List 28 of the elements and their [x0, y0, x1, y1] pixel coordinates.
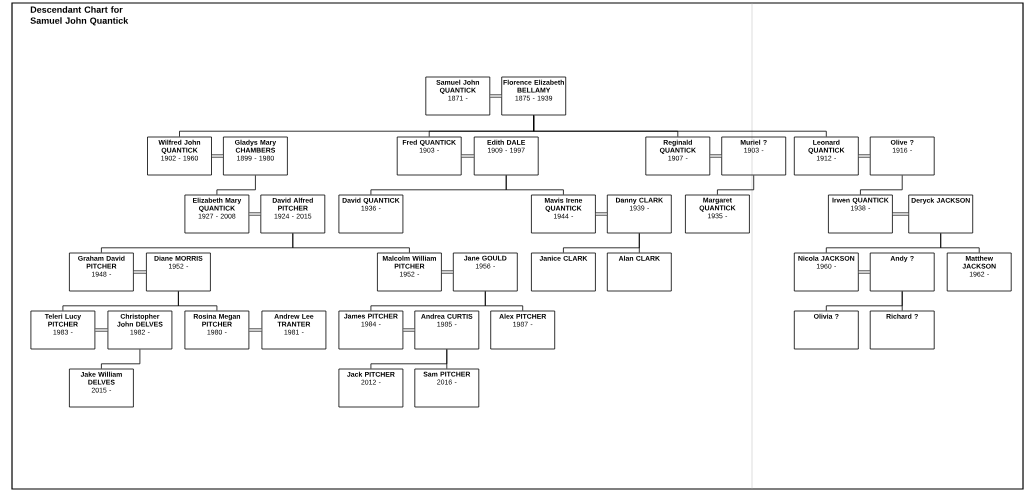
descent-line	[860, 175, 903, 195]
marriage-line	[402, 328, 416, 332]
marriage-line	[133, 270, 147, 274]
marriage-line	[709, 154, 723, 158]
descent-line	[292, 233, 410, 253]
marriage-line	[248, 212, 262, 216]
marriage-line	[211, 154, 224, 158]
descent-line	[101, 349, 141, 369]
marriage-line	[94, 328, 109, 332]
marriage-line	[248, 328, 263, 332]
marriage-line	[892, 212, 910, 216]
descent-line	[484, 291, 524, 311]
descent-line	[533, 115, 827, 137]
chart-title: Descendant Chart for Samuel John Quantick	[30, 6, 129, 26]
marriage-line	[489, 94, 503, 98]
descent-line	[717, 175, 755, 195]
descent-line	[216, 175, 256, 195]
marriage-line	[595, 212, 608, 216]
descent-line	[505, 175, 564, 195]
marriage-line	[441, 270, 454, 274]
marriage-line	[857, 270, 871, 274]
descent-line	[178, 291, 218, 311]
marriage-line	[857, 154, 871, 158]
descent-line	[638, 233, 640, 253]
descent-line	[901, 291, 903, 311]
descent-line	[446, 349, 448, 369]
descent-line	[940, 233, 980, 253]
marriage-line	[460, 154, 475, 158]
